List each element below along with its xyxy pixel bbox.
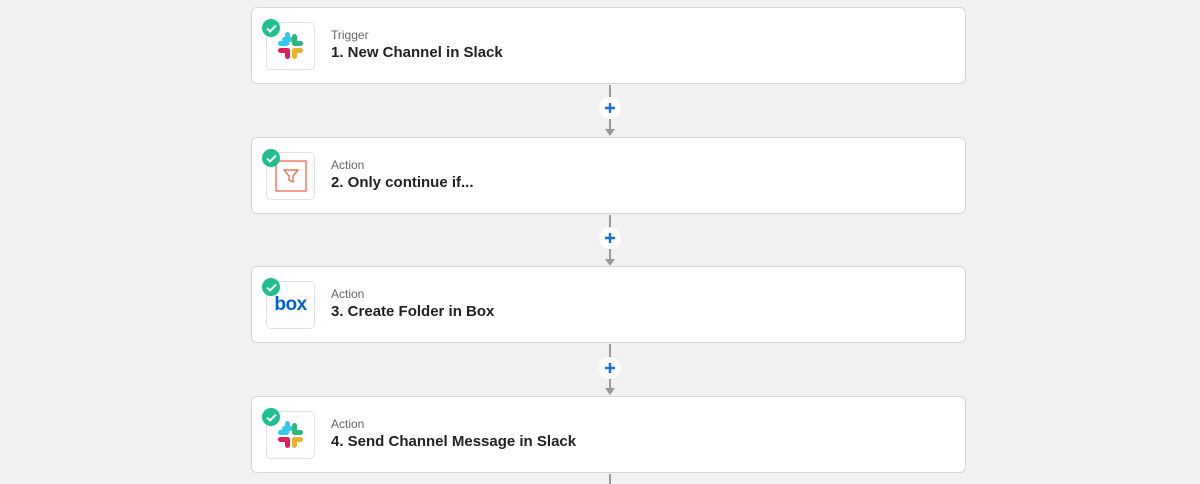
check-icon <box>262 278 280 296</box>
step-title: 4. Send Channel Message in Slack <box>331 433 577 450</box>
step-title: 3. Create Folder in Box <box>331 303 495 320</box>
step-title: 2. Only continue if... <box>331 174 474 191</box>
add-step-button[interactable] <box>599 97 621 119</box>
box-logo: box <box>274 294 307 315</box>
plus-icon <box>605 363 615 373</box>
plus-icon <box>605 233 615 243</box>
arrow-down-icon <box>605 259 615 266</box>
step-card-4[interactable]: Action 4. Send Channel Message in Slack <box>251 396 966 473</box>
arrow-down-icon <box>605 388 615 395</box>
step-type: Action <box>331 287 365 301</box>
arrow-down-icon <box>605 129 615 136</box>
step-type: Trigger <box>331 28 369 42</box>
check-icon <box>262 19 280 37</box>
step-card-2[interactable]: Action 2. Only continue if... <box>251 137 966 214</box>
add-step-button[interactable] <box>599 227 621 249</box>
step-type: Action <box>331 158 365 172</box>
plus-icon <box>605 103 615 113</box>
step-card-1[interactable]: Trigger 1. New Channel in Slack <box>251 7 966 84</box>
check-icon <box>262 149 280 167</box>
step-title: 1. New Channel in Slack <box>331 44 503 61</box>
add-step-button[interactable] <box>599 357 621 379</box>
step-card-3[interactable]: box Action 3. Create Folder in Box <box>251 266 966 343</box>
step-type: Action <box>331 417 365 431</box>
connector-line <box>609 474 611 484</box>
check-icon <box>262 408 280 426</box>
